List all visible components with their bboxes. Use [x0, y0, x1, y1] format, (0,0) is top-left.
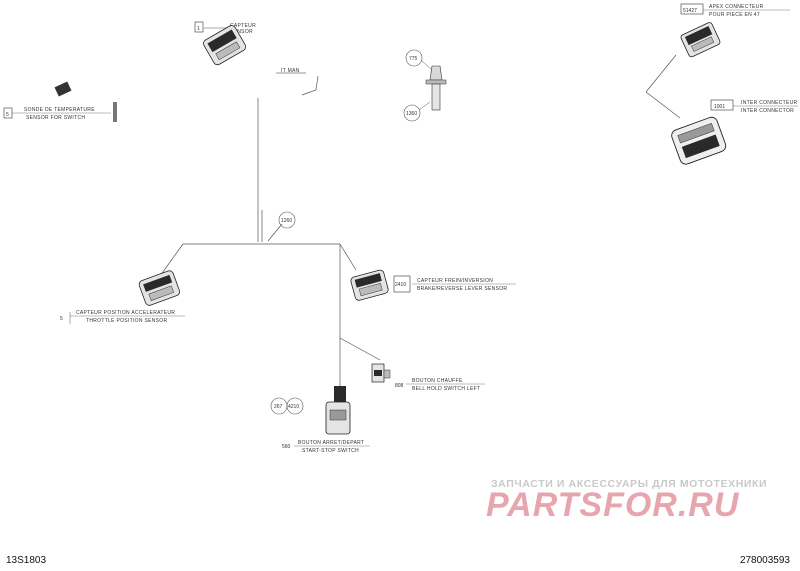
top-sensor-title: CAPTEUR: [230, 23, 256, 29]
brake-reverse-sensor: 2410 CAPTEUR FREIN/INVERSION BRAKE/REVER…: [350, 269, 516, 301]
throttle-sensor-subtitle: THROTTLE POSITION SENSOR: [86, 318, 167, 324]
hold-switch-subtitle: BELL HOLD SWITCH LEFT: [412, 386, 480, 392]
branch-marker-code: 1260: [281, 218, 292, 224]
start-switch-code-c: 560: [282, 444, 291, 450]
hold-switch-code: 808: [395, 383, 404, 389]
watermark-tagline: ЗАПЧАСТИ И АКСЕССУАРЫ ДЛЯ МОТОТЕХНИКИ: [491, 478, 768, 490]
harness-wires: [159, 54, 681, 390]
start-switch-code-b: 4210: [288, 404, 299, 410]
inter-connector-subtitle: INTER CONNECTOR: [741, 108, 794, 114]
inter-connector-code: 1001: [714, 104, 725, 110]
start-switch-code-a: 267: [274, 404, 283, 410]
apex-connector-subtitle: POUR PIECE EN 47: [709, 12, 760, 18]
top-sensor-connector: 1 CAPTEUR SENSOR: [194, 21, 256, 66]
ref-note: IT MAN: [276, 68, 306, 74]
top-sensor-subtitle: SENSOR: [230, 29, 253, 35]
branch-marker: 1260: [278, 211, 296, 229]
top-sensor-code: 1: [197, 26, 200, 32]
inter-connector-title: INTER CONNECTEUR: [741, 100, 798, 106]
temperature-sensor: 5 SONDE DE TEMPERATURE SENSOR FOR SWITCH: [3, 81, 117, 122]
hold-switch-title: BOUTON CHAUFFE: [412, 378, 463, 384]
hold-switch: 808 BOUTON CHAUFFE BELL HOLD SWITCH LEFT: [371, 363, 485, 392]
watermark-logo-text: PARTSFOR.RU: [486, 486, 740, 524]
start-switch-title: BOUTON ARRET/DEPART: [298, 440, 364, 446]
apex-connector-title: APEX CONNECTEUR: [709, 4, 764, 10]
watermark-logo: PARTSFOR.RU: [486, 486, 740, 524]
brake-sensor-title: CAPTEUR FREIN/INVERSION: [417, 278, 493, 284]
inter-connector: 1001 INTER CONNECTEUR INTER CONNECTOR: [671, 99, 798, 165]
temperature-sensor-code: 5: [6, 112, 9, 118]
bolt-top-code: 775: [409, 56, 418, 62]
bolt: 775 1360: [403, 49, 447, 122]
start-switch-subtitle: START-STOP SWITCH: [302, 448, 359, 454]
bolt-bottom-code: 1360: [406, 111, 417, 117]
ref-note-text: IT MAN: [281, 68, 300, 74]
start-stop-switch: 267 4210 560 BOUTON ARRET/DEPART START-S…: [270, 386, 370, 454]
throttle-sensor-code: 5: [60, 316, 63, 322]
apex-connector: 51427 APEX CONNECTEUR POUR PIECE EN 47: [680, 3, 790, 58]
footer-left-ref: 13S1803: [6, 555, 47, 566]
apex-connector-code: 51427: [683, 8, 697, 14]
brake-sensor-code: 2410: [395, 282, 406, 288]
temperature-sensor-subtitle: SENSOR FOR SWITCH: [26, 115, 85, 121]
temperature-sensor-title: SONDE DE TEMPERATURE: [24, 107, 95, 113]
footer-right-ref: 278003593: [739, 555, 790, 566]
brake-sensor-subtitle: BRAKE/REVERSE LEVER SENSOR: [417, 286, 507, 292]
throttle-sensor-title: CAPTEUR POSITION ACCELERATEUR: [76, 310, 175, 316]
throttle-position-sensor: 5 CAPTEUR POSITION ACCELERATEUR THROTTLE…: [60, 270, 185, 324]
